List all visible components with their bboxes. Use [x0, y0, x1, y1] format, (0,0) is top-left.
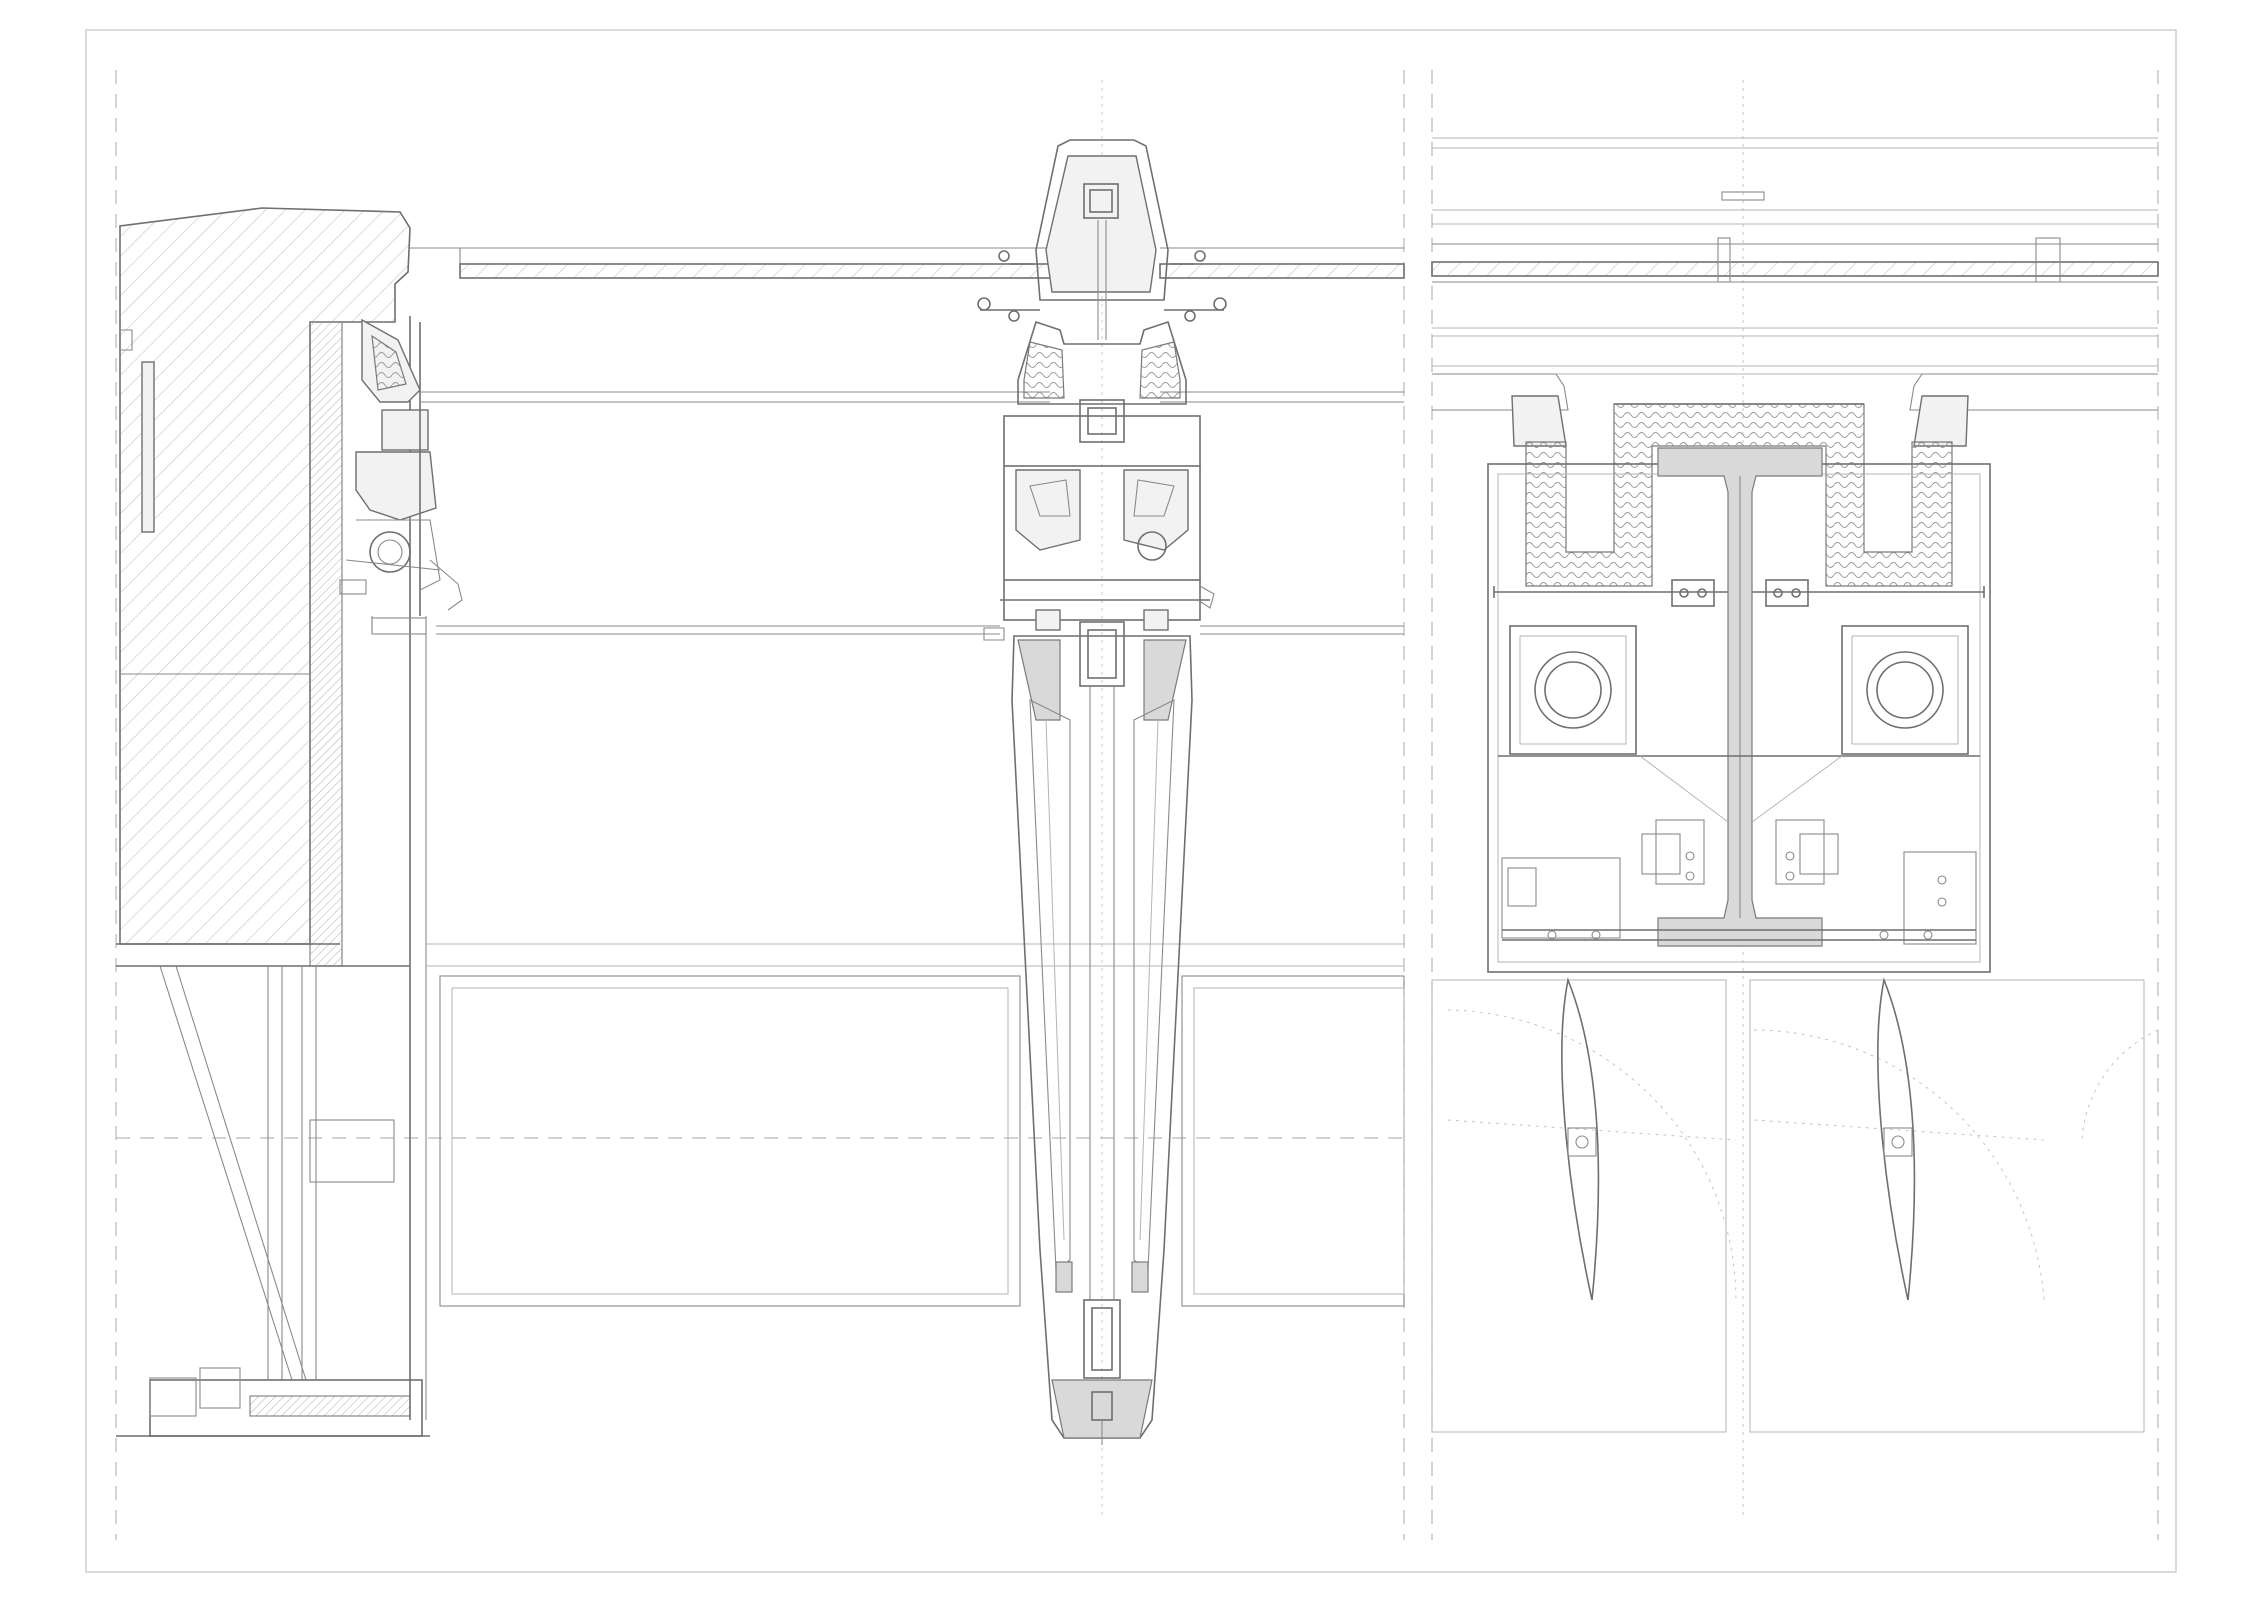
horizontal-members [410, 247, 1405, 1307]
louvre-blade-left [1561, 977, 1600, 1301]
sheet-border [85, 29, 2177, 1573]
fan-coil-right [1841, 625, 1969, 755]
panel-beam-connection [1431, 137, 2159, 1433]
fan-coil-left [1509, 625, 1637, 755]
concrete-slab [119, 207, 411, 945]
panel-wall-connection [116, 207, 463, 1437]
fastener-right [1164, 250, 1227, 322]
panel-mullion-section [977, 139, 1227, 1445]
louvre-blade-right [1877, 977, 1916, 1301]
bracket-clips [1641, 819, 1839, 885]
mullion-blade [1011, 635, 1193, 1439]
fastener-left [977, 250, 1040, 322]
insulated-channel [1525, 403, 1953, 587]
